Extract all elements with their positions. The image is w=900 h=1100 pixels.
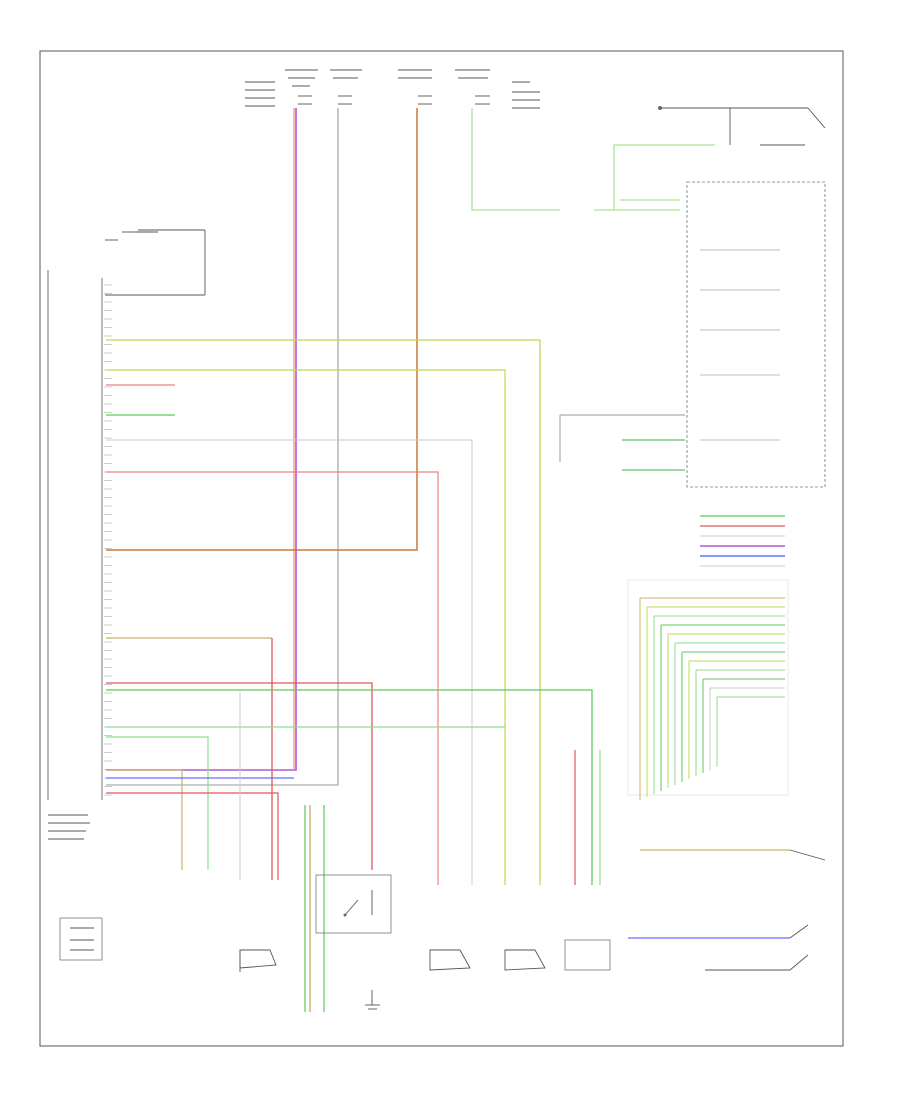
module-ground-lead bbox=[105, 229, 206, 296]
wire-pink-long bbox=[106, 471, 439, 885]
relay bbox=[315, 874, 392, 934]
bottom-components bbox=[59, 917, 611, 1010]
right-upper-wires bbox=[700, 515, 785, 567]
wire-green-low bbox=[106, 736, 209, 870]
diagram-frame bbox=[39, 50, 844, 1047]
wire-purple bbox=[106, 108, 297, 771]
top-right-switch bbox=[658, 106, 826, 146]
bottom-right-switch bbox=[705, 849, 826, 971]
wire-orange bbox=[106, 108, 418, 551]
top-fuse-labels bbox=[245, 69, 540, 109]
wire-green-1 bbox=[106, 339, 541, 885]
wire-red-low bbox=[106, 792, 279, 880]
wire-light-green-top bbox=[471, 108, 560, 211]
control-switch-assembly bbox=[686, 181, 826, 488]
wire-gray-1 bbox=[106, 108, 339, 786]
wire-green-2 bbox=[106, 369, 506, 885]
wire-red bbox=[106, 682, 373, 870]
wire-green-mid bbox=[106, 689, 593, 885]
wire-gray-2 bbox=[106, 439, 473, 885]
left-module-connector bbox=[47, 270, 112, 840]
wire-olive-low bbox=[106, 769, 183, 870]
wires bbox=[106, 108, 715, 1012]
right-harness-bundle bbox=[627, 579, 790, 939]
